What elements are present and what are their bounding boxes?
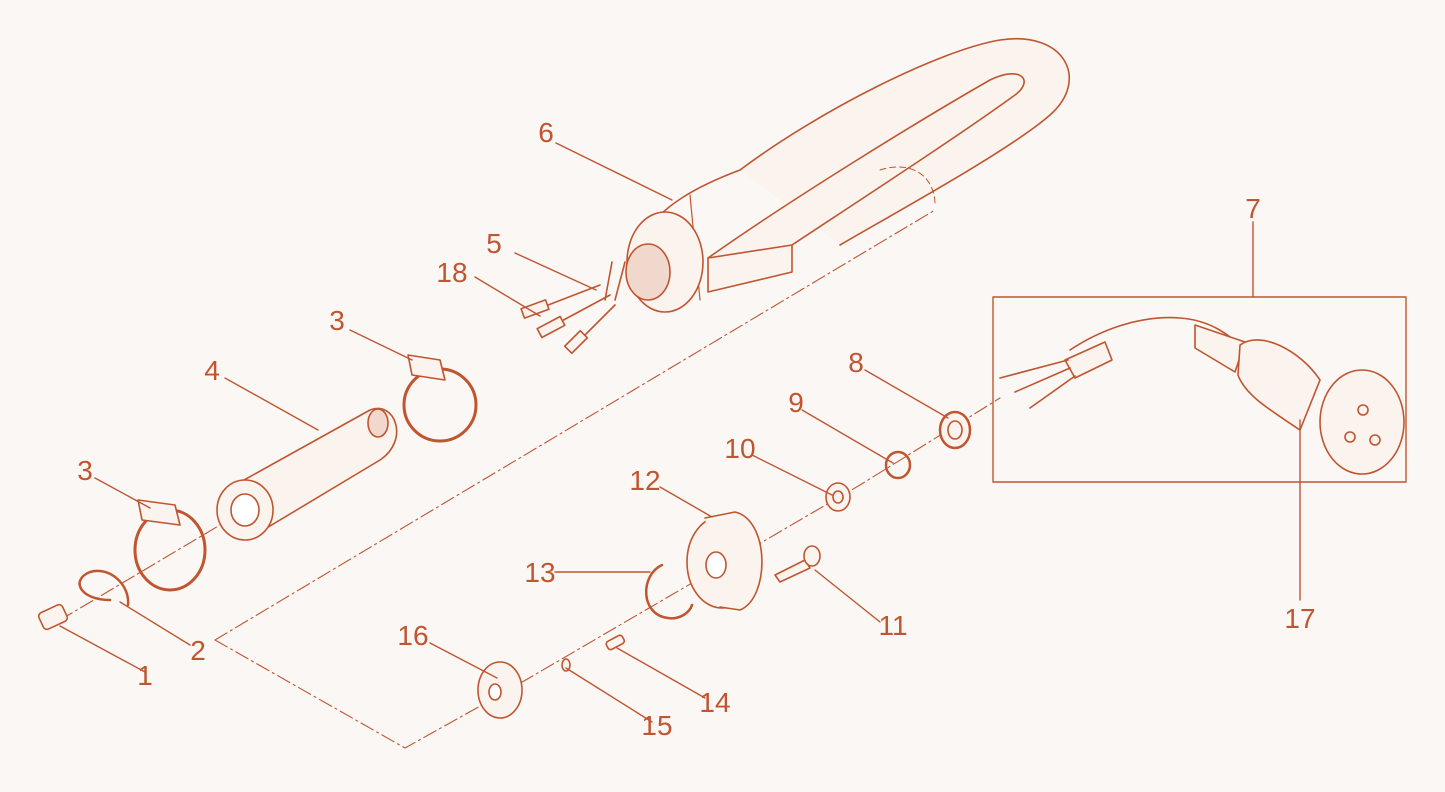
callout-17: 17: [1284, 603, 1315, 634]
leader-lines: [59, 142, 1301, 723]
end-flange-part: [477, 661, 523, 719]
callout-6: 6: [538, 117, 554, 148]
callout-7: 7: [1245, 193, 1261, 224]
callout-14: 14: [699, 687, 730, 718]
snap-ring-part: [645, 563, 694, 620]
callout-11: 11: [878, 610, 907, 641]
callout-12: 12: [629, 465, 660, 496]
callout-3-top: 3: [329, 305, 345, 336]
screw-part: [774, 545, 821, 583]
callout-5: 5: [486, 228, 502, 259]
callout-1: 1: [137, 660, 153, 691]
flange-part: [686, 511, 763, 611]
hose-clamp-bottom-part: [133, 499, 207, 592]
callout-9: 9: [788, 387, 804, 418]
callout-16: 16: [397, 620, 428, 651]
lock-nut-part: [938, 410, 972, 450]
o-ring-part: [884, 450, 912, 480]
set-screw-part: [605, 634, 626, 651]
callout-13: 13: [524, 557, 555, 588]
callout-4: 4: [204, 355, 220, 386]
wire-terminals-part: [520, 284, 616, 355]
washer-part: [825, 482, 851, 512]
callout-10: 10: [724, 433, 755, 464]
power-cord-group: [992, 296, 1407, 483]
callout-3-bottom: 3: [77, 455, 93, 486]
spring-clip-part: [78, 569, 130, 607]
heating-element-part: [604, 37, 1070, 313]
callout-labels: 1 2 3 3 4 5 6 7 8 9 10 11 12 13 14 15 16…: [77, 117, 1315, 741]
callout-8: 8: [848, 347, 864, 378]
small-pin-part: [561, 658, 571, 672]
assembly-axis-lines: [59, 209, 1001, 749]
callout-15: 15: [641, 710, 672, 741]
tube-part: [216, 407, 398, 541]
callout-2: 2: [190, 635, 206, 666]
hose-clamp-top-part: [402, 354, 478, 443]
callout-18: 18: [436, 257, 467, 288]
end-cap-part: [37, 603, 69, 631]
